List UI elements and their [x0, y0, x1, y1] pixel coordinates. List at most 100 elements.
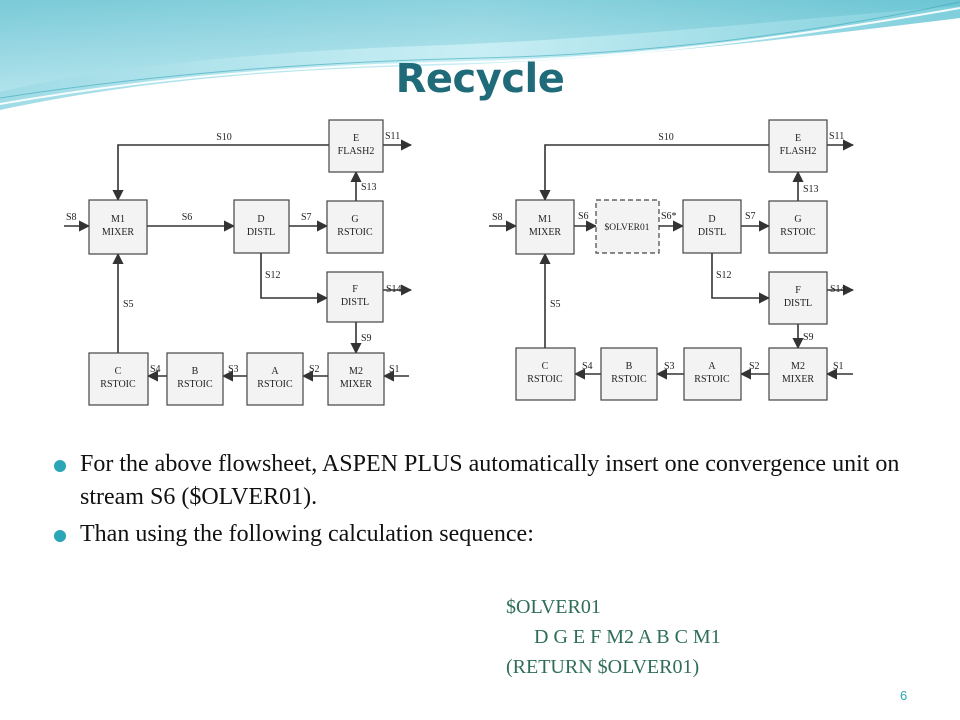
- svg-text:B: B: [192, 366, 199, 377]
- svg-text:F: F: [352, 284, 358, 295]
- stream-label: S3: [228, 364, 239, 375]
- svg-text:M2: M2: [791, 361, 805, 372]
- stream-label: S5: [550, 299, 561, 310]
- svg-text:DISTL: DISTL: [784, 298, 812, 309]
- svg-text:M1: M1: [111, 214, 125, 225]
- stream-label: S3: [664, 361, 675, 372]
- stream-label: S2: [309, 364, 320, 375]
- stream-label: S4: [582, 361, 593, 372]
- block-f: F DISTL: [326, 271, 384, 323]
- flowsheet-left: S10 S11 S13 S8 S6 S7 S12 S14 S5 S9 S4 S3…: [64, 119, 413, 406]
- bullet-dot-icon: [54, 530, 66, 542]
- svg-text:MIXER: MIXER: [102, 227, 135, 238]
- stream-label: S9: [803, 332, 814, 343]
- svg-text:RSTOIC: RSTOIC: [337, 227, 373, 238]
- svg-text:RSTOIC: RSTOIC: [527, 374, 563, 385]
- stream-label: S6*: [661, 211, 677, 222]
- block-c: C RSTOIC: [88, 352, 149, 406]
- block-f: F DISTL: [768, 271, 828, 325]
- stream-label: S11: [385, 131, 400, 142]
- svg-text:M2: M2: [349, 366, 363, 377]
- stream-label: S8: [66, 212, 77, 223]
- block-m2: M2 MIXER: [768, 347, 828, 401]
- stream-label: S1: [833, 361, 844, 372]
- svg-text:DISTL: DISTL: [341, 297, 369, 308]
- svg-text:MIXER: MIXER: [340, 379, 373, 390]
- svg-text:E: E: [795, 133, 801, 144]
- svg-text:G: G: [351, 214, 358, 225]
- svg-text:RSTOIC: RSTOIC: [611, 374, 647, 385]
- stream-label: S7: [745, 211, 756, 222]
- block-m1: M1 MIXER: [515, 199, 575, 255]
- stream-label: S11: [829, 131, 844, 142]
- block-b: B RSTOIC: [166, 352, 224, 406]
- block-solver: $OLVER01: [595, 199, 660, 254]
- svg-text:D: D: [257, 214, 264, 225]
- sequence-line: (RETURN $OLVER01): [506, 656, 700, 678]
- bullet-dot-icon: [54, 460, 66, 472]
- stream-label: S14: [386, 284, 402, 295]
- svg-text:FLASH2: FLASH2: [338, 146, 375, 157]
- stream-label: S13: [803, 184, 819, 195]
- svg-text:D: D: [708, 214, 715, 225]
- stream-label: S6: [182, 212, 193, 223]
- stream-label: S1: [389, 364, 400, 375]
- svg-text:RSTOIC: RSTOIC: [100, 379, 136, 390]
- stream-label: S4: [150, 364, 161, 375]
- stream-label: S13: [361, 182, 377, 193]
- svg-text:RSTOIC: RSTOIC: [257, 379, 293, 390]
- block-c: C RSTOIC: [515, 347, 576, 401]
- bullet-list: For the above flowsheet, ASPEN PLUS auto…: [50, 448, 910, 555]
- sequence-line: D G E F M2 A B C M1: [534, 626, 721, 648]
- block-d: D DISTL: [682, 199, 742, 254]
- block-a: A RSTOIC: [683, 347, 742, 401]
- svg-text:DISTL: DISTL: [698, 227, 726, 238]
- block-e: E FLASH2: [328, 119, 384, 173]
- calculation-sequence: $OLVER01 D G E F M2 A B C M1 (RETURN $OL…: [506, 592, 721, 682]
- svg-text:A: A: [271, 366, 279, 377]
- block-a: A RSTOIC: [246, 352, 304, 406]
- page-number: 6: [900, 688, 908, 703]
- svg-text:RSTOIC: RSTOIC: [177, 379, 213, 390]
- header-wave-decoration: [0, 0, 960, 110]
- stream-label: S2: [749, 361, 760, 372]
- svg-text:C: C: [115, 366, 122, 377]
- stream-label: S10: [216, 132, 232, 143]
- bullet-item: For the above flowsheet, ASPEN PLUS auto…: [50, 448, 910, 514]
- stream-label: S12: [716, 270, 732, 281]
- sequence-line: $OLVER01: [506, 596, 601, 618]
- slide-title: Recycle: [395, 56, 565, 102]
- svg-text:$OLVER01: $OLVER01: [604, 222, 649, 233]
- svg-text:M1: M1: [538, 214, 552, 225]
- svg-text:E: E: [353, 133, 359, 144]
- stream-label: S7: [301, 212, 312, 223]
- svg-text:RSTOIC: RSTOIC: [694, 374, 730, 385]
- svg-text:G: G: [794, 214, 801, 225]
- stream-label: S14: [830, 284, 846, 295]
- svg-text:B: B: [626, 361, 633, 372]
- flowsheet-right: S10 S11 S13 S8 S6 S6* S7 S12 S14 S5 S9 S…: [489, 119, 855, 401]
- svg-text:FLASH2: FLASH2: [780, 146, 817, 157]
- stream-label: S10: [658, 132, 674, 143]
- block-m2: M2 MIXER: [327, 352, 385, 406]
- block-g: G RSTOIC: [768, 200, 828, 254]
- block-m1: M1 MIXER: [88, 199, 148, 255]
- svg-text:F: F: [795, 285, 801, 296]
- svg-text:C: C: [542, 361, 549, 372]
- svg-text:MIXER: MIXER: [782, 374, 815, 385]
- svg-text:RSTOIC: RSTOIC: [780, 227, 816, 238]
- stream-label: S5: [123, 299, 134, 310]
- stream-label: S8: [492, 212, 503, 223]
- stream-label: S6: [578, 211, 589, 222]
- bullet-text: For the above flowsheet, ASPEN PLUS auto…: [80, 451, 900, 510]
- block-d: D DISTL: [233, 199, 290, 254]
- stream-label: S9: [361, 333, 372, 344]
- stream-label: S12: [265, 270, 281, 281]
- bullet-item: Than using the following calculation seq…: [50, 518, 910, 551]
- block-g: G RSTOIC: [326, 200, 384, 254]
- block-e: E FLASH2: [768, 119, 828, 173]
- svg-text:DISTL: DISTL: [247, 227, 275, 238]
- svg-text:A: A: [708, 361, 716, 372]
- svg-text:MIXER: MIXER: [529, 227, 562, 238]
